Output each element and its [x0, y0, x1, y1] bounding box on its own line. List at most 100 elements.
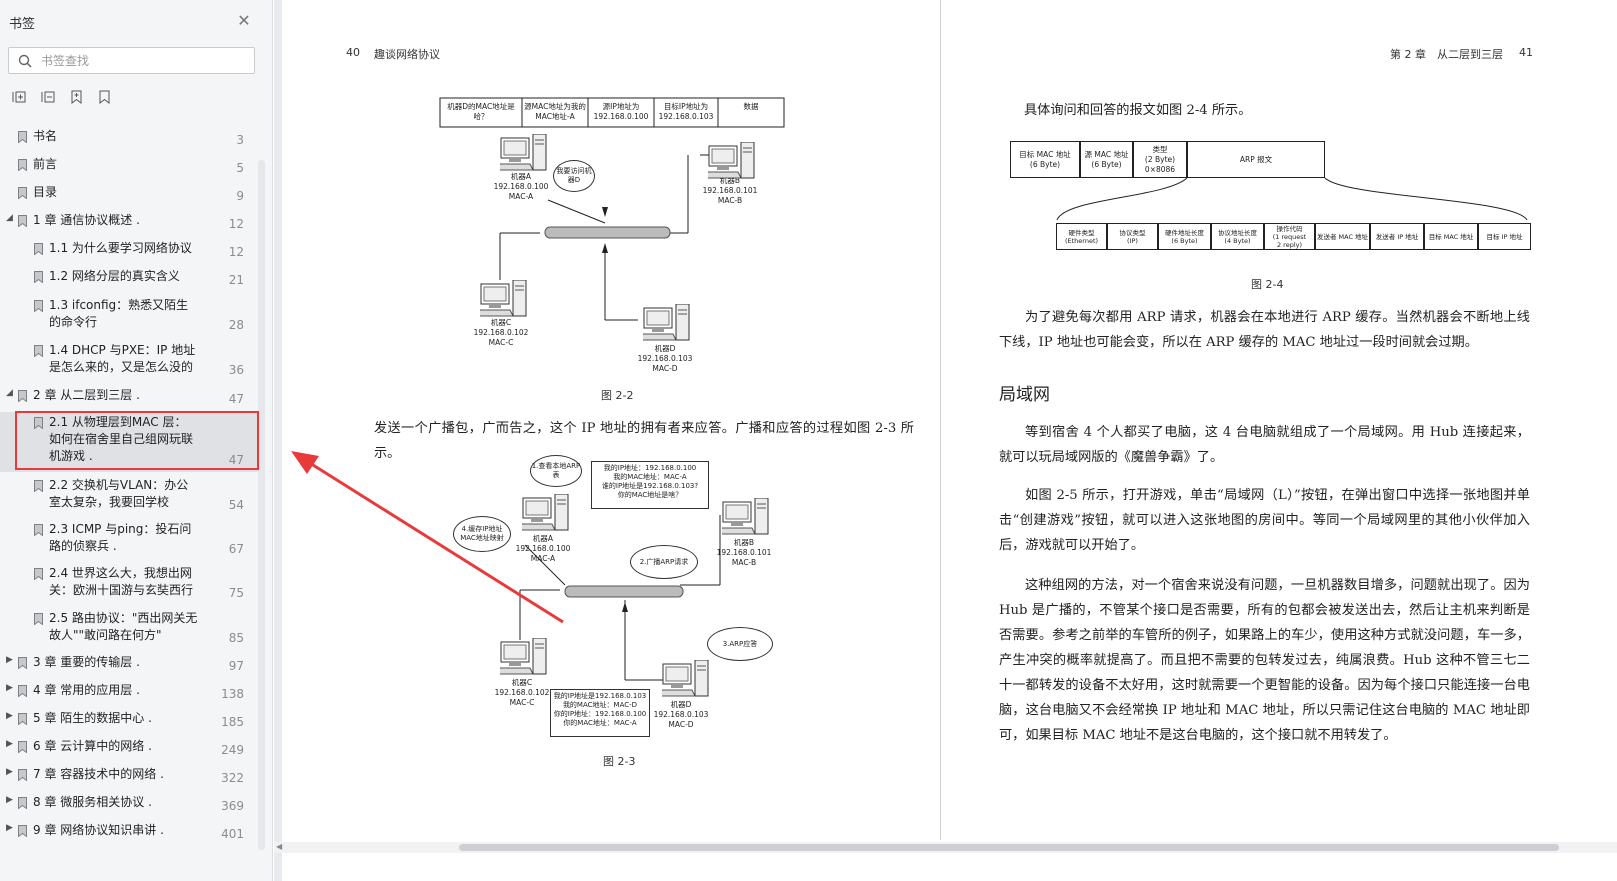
- bookmark-item[interactable]: ◢1 章 通信协议概述 .12: [0, 210, 258, 236]
- bookmark-flag-icon: [34, 414, 43, 430]
- bookmark-item[interactable]: 2.5 路由协议："西出网关无 故人""敢问路在何方"85: [0, 608, 258, 650]
- bookmark-flag-icon: [18, 822, 27, 838]
- bookmark-flag-icon: [18, 766, 27, 782]
- scrollbar-thumb[interactable]: [459, 844, 1559, 851]
- collapsed-arrow-icon[interactable]: ▶: [6, 739, 13, 749]
- right-para-1: 为了避免每次都用 ARP 请求，机器会在本地进行 ARP 缓存。当然机器会不断地…: [999, 310, 1530, 350]
- bookmark-item[interactable]: ▶6 章 云计算中的网络 .249: [0, 736, 258, 762]
- bookmark-flag-icon: [18, 387, 27, 403]
- left-page-number: 40: [346, 46, 360, 59]
- bookmark-label: 5 章 陌生的数据中心 .: [33, 711, 152, 725]
- right-para-3: 如图 2-5 所示，打开游戏，单击“局域网（L）”按钮，在弹出窗口中选择一张地图…: [999, 488, 1530, 553]
- bookmark-flag-icon: [18, 654, 27, 670]
- bookmark-flag-icon: [34, 521, 43, 537]
- bookmark-item[interactable]: ▶8 章 微服务相关协议 .369: [0, 792, 258, 818]
- bookmark-flag-icon: [34, 342, 43, 358]
- bookmark-label: 2.1 从物理层到MAC 层： 如何在宿舍里自己组网玩联 机游戏 .: [49, 415, 194, 463]
- expanded-arrow-icon[interactable]: ◢: [6, 388, 13, 398]
- bookmark-page-number: 47: [228, 453, 244, 467]
- collapsed-arrow-icon[interactable]: ▶: [6, 711, 13, 721]
- bookmark-label: 4 章 常用的应用层 .: [33, 683, 140, 697]
- bookmark-item[interactable]: 2.3 ICMP 与ping：投石问 路的侦察兵 . 67: [0, 519, 258, 561]
- bookmark-page-number: 401: [221, 827, 244, 841]
- fig24-bottom-cell: 硬件类型 (Ethernet): [1056, 223, 1107, 250]
- collapsed-arrow-icon[interactable]: ▶: [6, 655, 13, 665]
- bookmark-flag-icon: [34, 610, 43, 626]
- bookmark-item[interactable]: ▶3 章 重要的传输层 .97: [0, 652, 258, 678]
- bookmark-page-number: 47: [228, 392, 244, 406]
- fig22-header-cell: 数据: [743, 102, 759, 111]
- add-bookmark-icon[interactable]: [69, 89, 85, 105]
- fig23-note-bottom: 我的IP地址是192.168.0.103 我的MAC地址：MAC-D 你的IP地…: [550, 689, 650, 737]
- scroll-left-icon[interactable]: ◀: [276, 842, 283, 851]
- close-icon[interactable]: ✕: [237, 11, 251, 30]
- fig22-bubble: 我要访问机器D: [553, 160, 595, 192]
- bookmark-label: 1.4 DHCP 与PXE：IP 地址 是怎么来的，又是怎么没的: [49, 343, 196, 374]
- bookmark-label: 3 章 重要的传输层 .: [33, 655, 140, 669]
- bookmark-label: 目录: [33, 185, 58, 199]
- bookmark-label: 书名: [33, 129, 58, 143]
- collapsed-arrow-icon[interactable]: ▶: [6, 823, 13, 833]
- bookmark-label: 2 章 从二层到三层 .: [33, 388, 140, 402]
- collapse-all-icon[interactable]: [41, 89, 57, 105]
- sidebar-scrollbar[interactable]: [258, 160, 265, 850]
- fig22-caption: 图 2-2: [601, 389, 634, 402]
- bookmark-page-number: 185: [221, 715, 244, 729]
- collapsed-arrow-icon[interactable]: ▶: [6, 767, 13, 777]
- collapsed-arrow-icon[interactable]: ▶: [6, 683, 13, 693]
- section-heading: 局域网: [999, 385, 1050, 405]
- horizontal-scrollbar[interactable]: ◀: [274, 842, 1617, 853]
- computer-icon: [476, 279, 528, 322]
- bookmark-flag-icon: [34, 477, 43, 493]
- right-para-4: 这种组网的方法，对一个宿舍来说没有问题，一旦机器数目增多，问题就出现了。因为 H…: [999, 578, 1530, 743]
- fig22-header-cell: 源MAC地址为我的MAC地址-A: [524, 102, 586, 121]
- bookmark-page-number: 67: [228, 542, 244, 556]
- left-paragraph: 发送一个广播包，广而告之，这个 IP 地址的拥有者来应答。广播和应答的过程如图 …: [374, 421, 914, 461]
- computer-icon: [639, 303, 691, 346]
- bookmark-label: 1 章 通信协议概述 .: [33, 213, 140, 227]
- bookmark-page-number: 369: [221, 799, 244, 813]
- bookmark-flag-icon: [34, 297, 43, 313]
- bookmark-item[interactable]: ▶4 章 常用的应用层 .138: [0, 680, 258, 706]
- bookmark-icon[interactable]: [97, 89, 113, 105]
- bookmark-page-number: 322: [221, 771, 244, 785]
- bookmark-item[interactable]: ▶ 5 章 陌生的数据中心 . 185: [0, 708, 258, 734]
- bookmark-page-number: 5: [236, 161, 244, 175]
- bookmark-item[interactable]: 2.1 从物理层到MAC 层： 如何在宿舍里自己组网玩联 机游戏 . 47: [0, 412, 258, 472]
- bookmark-flag-icon: [34, 268, 43, 284]
- bookmark-item[interactable]: ▶7 章 容器技术中的网络 .322: [0, 764, 258, 790]
- bookmark-item[interactable]: ◢ 2 章 从二层到三层 . 47: [0, 385, 258, 411]
- expanded-arrow-icon[interactable]: ◢: [6, 213, 13, 223]
- fig22-header-cell: 目标IP地址为192.168.0.103: [658, 102, 714, 121]
- bookmark-search-box[interactable]: [8, 47, 255, 74]
- bookmark-label: 2.3 ICMP 与ping：投石问 路的侦察兵 .: [49, 522, 192, 553]
- fig24-bottom-cell: 目标 IP 地址: [1478, 223, 1531, 250]
- fig22-header-cell: 源IP地址为192.168.0.100: [593, 102, 649, 121]
- bookmark-label: 9 章 网络协议知识串讲 .: [33, 823, 164, 837]
- bookmark-item[interactable]: ▶ 9 章 网络协议知识串讲 . 401: [0, 820, 258, 846]
- fig24-top-cell: 源 MAC 地址 (6 Byte): [1080, 141, 1133, 178]
- fig24-top-cell: ARP 报文: [1187, 141, 1325, 178]
- collapsed-arrow-icon[interactable]: ▶: [6, 795, 13, 805]
- bookmark-flag-icon: [34, 240, 43, 256]
- right-page-number: 41: [1519, 46, 1533, 59]
- expand-all-icon[interactable]: [12, 89, 28, 105]
- computer-icon: [718, 497, 770, 540]
- bookmark-search-input[interactable]: [41, 51, 246, 71]
